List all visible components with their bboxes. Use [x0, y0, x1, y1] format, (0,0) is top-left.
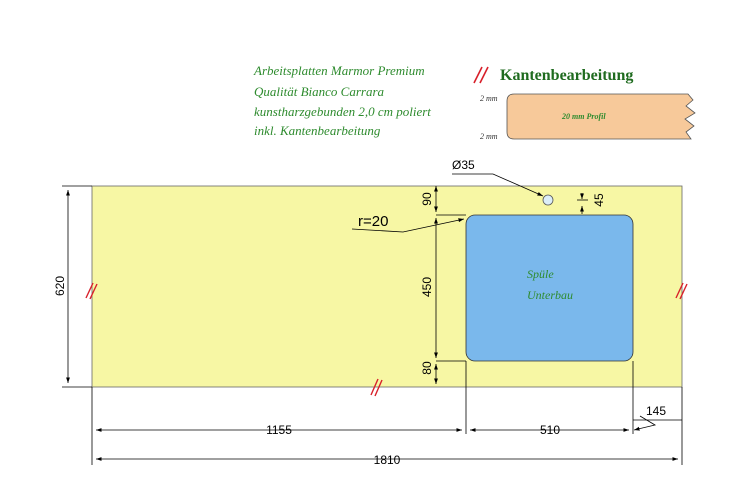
- polished-edge-mark-right-icon: [675, 282, 688, 300]
- depth-label: 620: [53, 276, 67, 296]
- sink-label-line-1: Spüle: [527, 267, 554, 281]
- edge-profile-title: Kantenbearbeitung: [500, 67, 633, 84]
- edge-top-label: 2 mm: [480, 94, 498, 103]
- tap-hole: [542, 194, 554, 206]
- right-offset-label: 145: [646, 404, 666, 418]
- description-line-1: Arbeitsplatten Marmor Premium: [253, 63, 425, 78]
- edge-profile-section: Kantenbearbeitung 2 mm 2 mm 20 mm Profil: [473, 66, 696, 141]
- corner-radius-label: r=20: [358, 213, 388, 230]
- bottom-offset-label: 80: [420, 361, 434, 375]
- sink-width-label: 510: [540, 423, 560, 437]
- dimension-lines: [62, 173, 683, 465]
- sink-depth-label: 450: [420, 277, 434, 297]
- polished-edge-mark-icon: [473, 66, 489, 84]
- polished-edge-mark-left-icon: [85, 282, 98, 300]
- total-length-label: 1810: [374, 453, 401, 467]
- edge-profile-label: 20 mm Profil: [561, 112, 606, 121]
- left-length-label: 1155: [266, 423, 292, 437]
- edge-bottom-label: 2 mm: [480, 132, 498, 141]
- description-line-4: inkl. Kantenbearbeitung: [254, 123, 381, 138]
- description-line-3: kunstharzgebunden 2,0 cm poliert: [254, 104, 431, 119]
- hole-diameter-label: Ø35: [452, 158, 475, 172]
- hole-offset-label: 45: [592, 193, 606, 207]
- description-line-2: Qualität Bianco Carrara: [254, 84, 385, 99]
- sink-label-line-2: Unterbau: [527, 288, 573, 302]
- sink-cutout: [465, 214, 634, 362]
- polished-edge-mark-bottom-icon: [370, 378, 383, 397]
- material-description: Arbeitsplatten Marmor Premium Qualität B…: [253, 63, 431, 138]
- top-offset-label: 90: [420, 192, 434, 206]
- edge-profile-shape: [506, 93, 696, 140]
